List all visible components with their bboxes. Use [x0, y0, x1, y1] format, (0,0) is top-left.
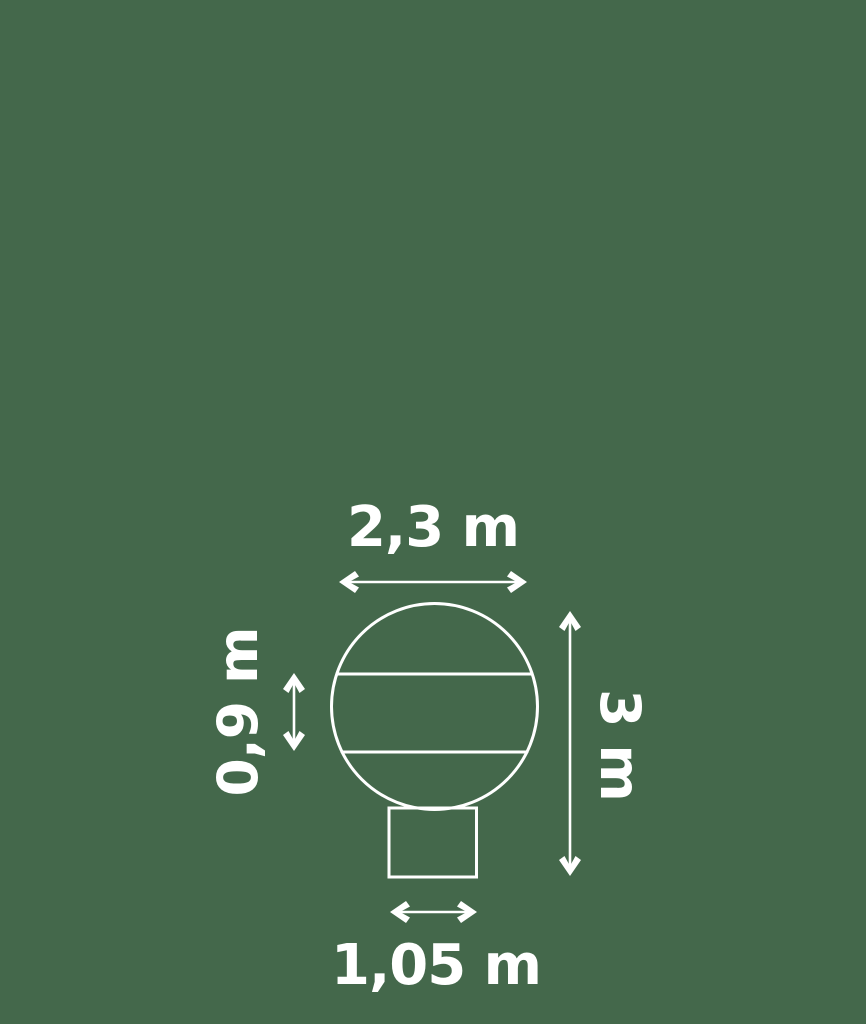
width-label: 2,3 m: [347, 495, 519, 560]
width-dimension: 2,3 m: [339, 495, 527, 593]
base-width-label: 1,05 m: [331, 933, 541, 998]
sphere-outline: [330, 602, 539, 811]
band-height-label: 0,9 m: [206, 628, 270, 797]
arrow-up-icon: [283, 673, 305, 693]
arrow-down-icon: [283, 731, 305, 751]
arrow-right-icon: [507, 571, 527, 593]
total-height-dimension: 3 m: [559, 611, 652, 876]
arrow-up-icon: [559, 611, 581, 631]
sphere-on-base-drawing: [330, 602, 539, 879]
arrow-left-icon: [339, 571, 359, 593]
arrow-left-icon: [390, 901, 410, 923]
base-width-dimension: 1,05 m: [331, 901, 542, 998]
arrow-right-icon: [457, 901, 477, 923]
base-outline: [387, 806, 478, 879]
arrow-down-icon: [559, 856, 581, 876]
total-height-label: 3 m: [588, 689, 652, 801]
band-height-dimension: 0,9 m: [206, 628, 305, 797]
